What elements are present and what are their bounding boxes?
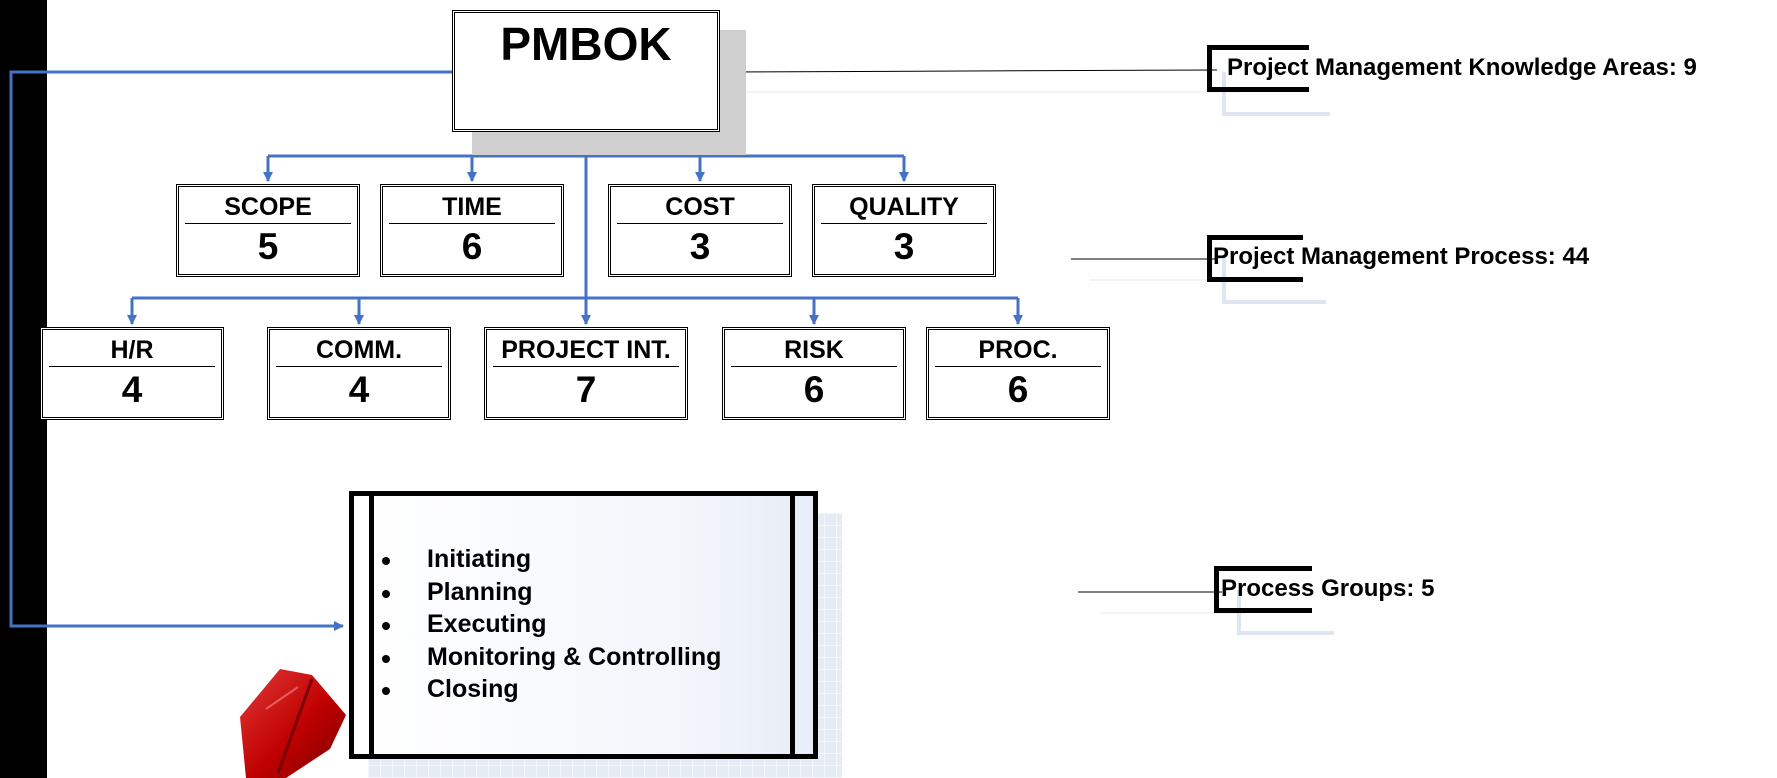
list-item: Planning bbox=[375, 576, 721, 609]
knowledge-area-time: TIME 6 bbox=[380, 184, 564, 277]
callout-knowledge-areas: Project Management Knowledge Areas: 9 bbox=[1227, 54, 1697, 81]
arrow-process-groups bbox=[9, 70, 452, 631]
dart-flight-icon bbox=[240, 669, 346, 778]
knowledge-area-proc: PROC. 6 bbox=[926, 327, 1110, 420]
knowledge-area-name: TIME bbox=[389, 195, 555, 224]
knowledge-area-count: 6 bbox=[803, 369, 825, 410]
left-border-bar bbox=[0, 0, 47, 778]
process-group-label: Initiating bbox=[427, 545, 532, 573]
callout-process-groups: Process Groups: 5 bbox=[1221, 575, 1435, 602]
knowledge-area-name: RISK bbox=[731, 338, 897, 367]
knowledge-area-cost: COST 3 bbox=[608, 184, 792, 277]
knowledge-area-name: COMM. bbox=[276, 338, 442, 367]
knowledge-area-comm: COMM. 4 bbox=[267, 327, 451, 420]
knowledge-area-name: H/R bbox=[49, 338, 215, 367]
process-group-label: Executing bbox=[427, 610, 547, 638]
process-groups-box bbox=[349, 491, 818, 759]
process-group-label: Closing bbox=[427, 675, 519, 703]
list-item: Initiating bbox=[375, 543, 721, 576]
knowledge-area-hr: H/R 4 bbox=[40, 327, 224, 420]
callout-bracket bbox=[1214, 566, 1312, 613]
bullet-icon bbox=[382, 557, 390, 565]
knowledge-area-name: PROJECT INT. bbox=[493, 338, 679, 367]
knowledge-area-risk: RISK 6 bbox=[722, 327, 906, 420]
leader-line-knowledge-areas bbox=[721, 69, 1218, 73]
process-group-label: Monitoring & Controlling bbox=[427, 642, 722, 671]
knowledge-area-count: 3 bbox=[689, 226, 711, 267]
process-groups-list: Initiating Planning Executing Monitoring… bbox=[375, 543, 721, 706]
bullet-icon bbox=[382, 687, 390, 695]
knowledge-area-name: QUALITY bbox=[821, 195, 987, 224]
knowledge-area-count: 5 bbox=[257, 226, 279, 267]
root-node: PMBOK bbox=[452, 10, 720, 132]
knowledge-area-scope: SCOPE 5 bbox=[176, 184, 360, 277]
list-item: Closing bbox=[375, 673, 721, 706]
root-title: PMBOK bbox=[500, 18, 672, 70]
knowledge-area-count: 7 bbox=[575, 369, 597, 410]
knowledge-area-name: COST bbox=[617, 195, 783, 224]
callout-bracket bbox=[1207, 235, 1303, 282]
knowledge-area-count: 6 bbox=[461, 226, 483, 267]
list-item: Monitoring & Controlling bbox=[375, 641, 721, 674]
knowledge-area-count: 4 bbox=[121, 369, 143, 410]
bullet-icon bbox=[382, 622, 390, 630]
bullet-icon bbox=[382, 654, 390, 663]
callout-bracket bbox=[1207, 45, 1309, 92]
knowledge-area-count: 4 bbox=[348, 369, 370, 410]
knowledge-area-count: 3 bbox=[893, 226, 915, 267]
knowledge-area-project-int: PROJECT INT. 7 bbox=[484, 327, 688, 420]
knowledge-area-quality: QUALITY 3 bbox=[812, 184, 996, 277]
knowledge-area-count: 6 bbox=[1007, 369, 1029, 410]
knowledge-area-name: PROC. bbox=[935, 338, 1101, 367]
process-groups-inner-rule-right bbox=[790, 491, 795, 759]
process-group-label: Planning bbox=[427, 577, 533, 606]
knowledge-area-name: SCOPE bbox=[185, 195, 351, 224]
list-item: Executing bbox=[375, 608, 721, 641]
callout-processes: Project Management Process: 44 bbox=[1213, 243, 1590, 270]
bullet-icon bbox=[382, 589, 390, 598]
callout-ghost bbox=[1222, 72, 1330, 116]
process-groups-inner-rule-left bbox=[369, 491, 374, 759]
